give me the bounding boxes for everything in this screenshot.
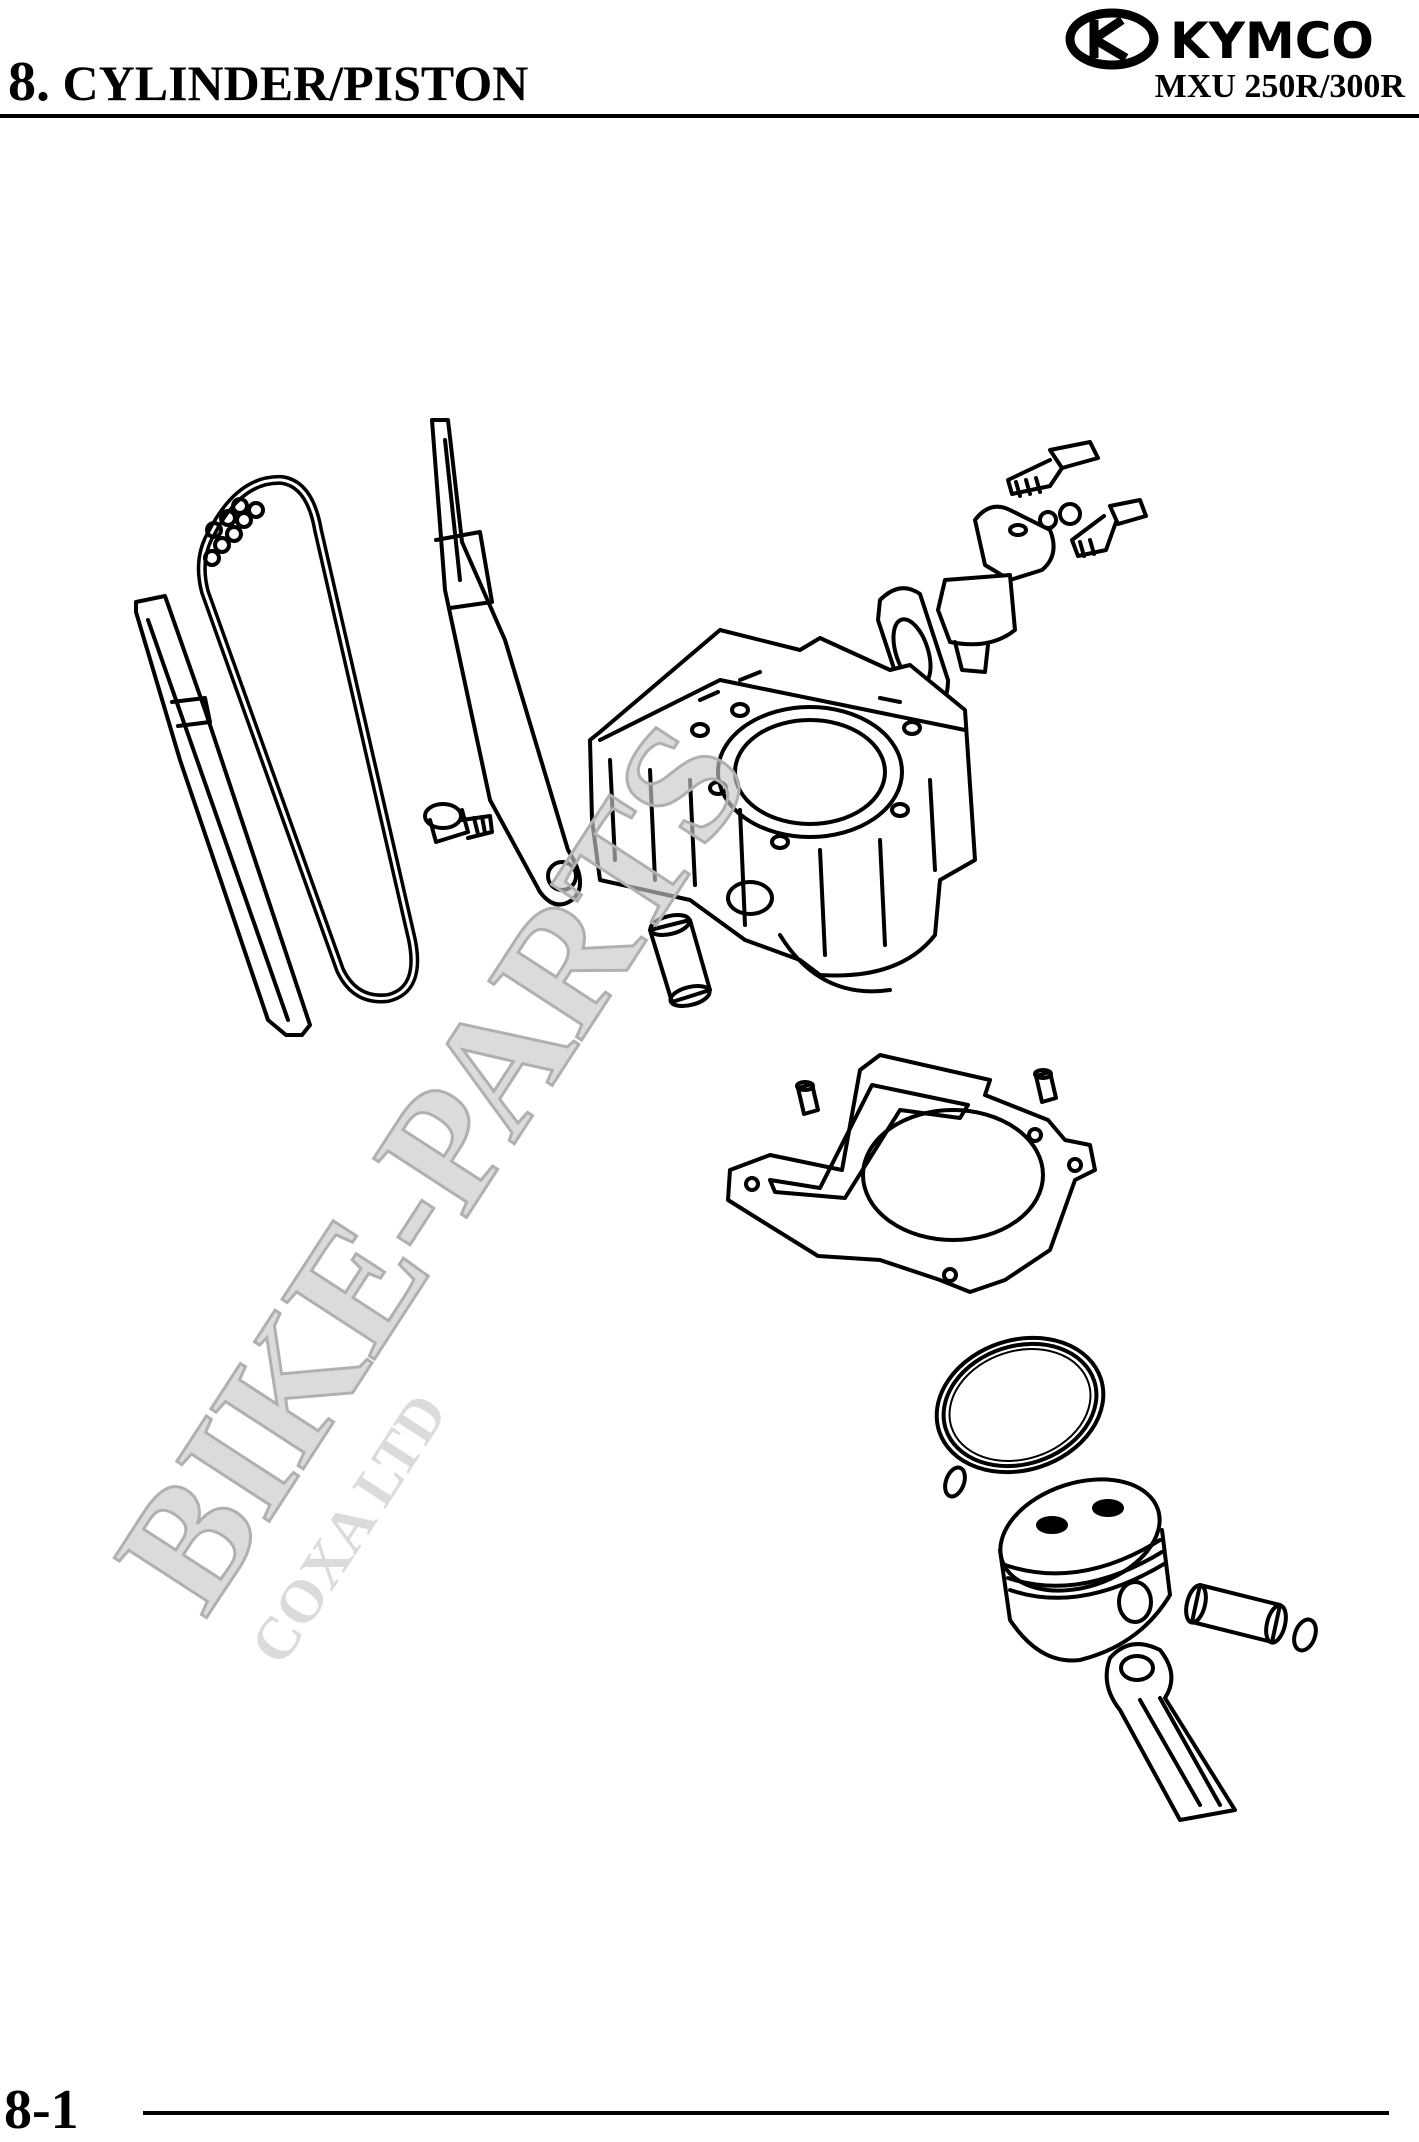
page-number: 8-1 [4,2079,79,2141]
logo-emblem-icon [1065,8,1159,70]
header-rule [0,114,1419,118]
piston [998,1477,1172,1663]
cam-chain-tensioner [936,504,1056,674]
cam-chain-guide [134,594,312,1037]
piston-pin [1184,1583,1288,1645]
kymco-logo: KYMCO [1065,8,1374,70]
footer-rule [143,2111,1389,2115]
piston-rings [934,1335,1106,1475]
guide-pin-bolt [423,802,494,844]
model-name: MXU 250R/300R [1154,68,1405,105]
exploded-parts-diagram [134,418,1318,1822]
dowel-pin-right [1033,1068,1058,1104]
cam-chain-tensioner-blade [430,418,582,907]
piston-pin-clip-left [943,1465,967,1499]
cylinder-base-gasket [726,1053,1097,1294]
dowel-pin-left [795,1080,820,1116]
cam-chain [196,474,420,1004]
section-title: CYLINDER/PISTON [62,55,529,111]
connecting-rod [1104,1642,1237,1822]
page-title: 8. CYLINDER/PISTON [8,50,528,114]
piston-pin-clip-right [1292,1617,1318,1653]
brand-wordmark: KYMCO [1170,12,1374,70]
section-number: 8. [8,51,50,113]
tensioner-bolts [1006,440,1148,558]
cylinder-block [588,628,977,994]
dowel-pin-upper [648,913,712,1008]
